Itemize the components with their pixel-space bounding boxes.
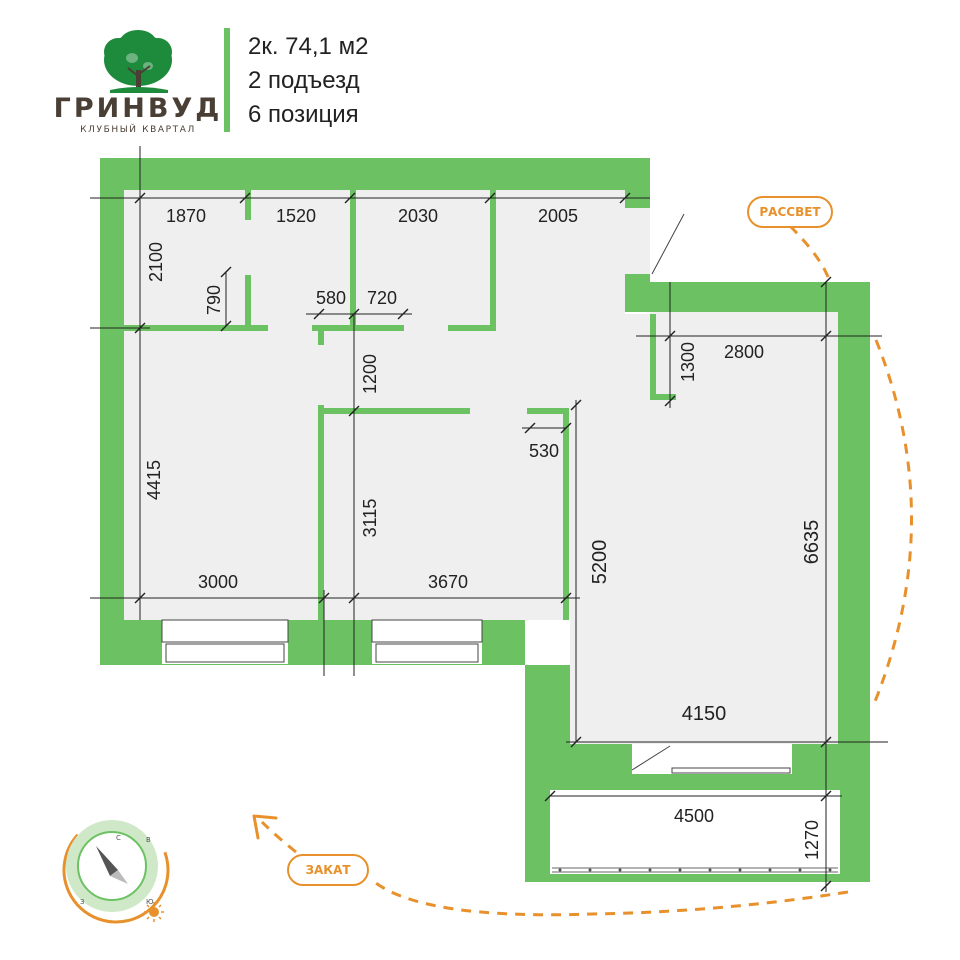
dim-2800: 2800: [724, 342, 764, 362]
dim-2100: 2100: [146, 242, 166, 282]
window-kitchen: [371, 619, 483, 664]
balcony: [550, 744, 840, 874]
apartment-info: 2к. 74,1 м2 2 подъезд 6 позиция: [248, 33, 368, 128]
compass-west: З: [80, 898, 85, 906]
dim-4415: 4415: [144, 460, 164, 500]
info-divider: [224, 28, 230, 132]
sunset-arrow-icon: [252, 814, 278, 840]
dim-580: 580: [316, 288, 346, 308]
dim-4500: 4500: [674, 806, 714, 826]
dim-1300: 1300: [678, 342, 698, 382]
dim-6635: 6635: [801, 520, 823, 565]
sunrise-arc-right: [872, 339, 913, 705]
sunrise-badge: РАССВЕТ: [747, 196, 833, 228]
apartment-position: 6 позиция: [248, 101, 359, 128]
dim-720: 720: [367, 288, 397, 308]
dimension-labels: 1870 1520 2030 2005 2100 790 580 720 120…: [144, 206, 823, 860]
compass-needle-icon: [96, 846, 118, 876]
sunset-badge: ЗАКАТ: [287, 854, 369, 886]
dim-530: 530: [529, 441, 559, 461]
dim-1200: 1200: [360, 354, 380, 394]
dim-1520: 1520: [276, 206, 316, 226]
sunset-label: ЗАКАТ: [305, 863, 351, 877]
sun-icon: [144, 902, 164, 922]
dim-3000: 3000: [198, 572, 238, 592]
compass-east: В: [146, 836, 151, 844]
floor-area: [124, 190, 838, 744]
dim-3115: 3115: [360, 499, 380, 538]
dim-5200: 5200: [589, 540, 611, 585]
compass-south: Ю: [146, 898, 154, 906]
dim-790: 790: [204, 285, 224, 315]
balcony-door: [632, 744, 792, 774]
dim-4150: 4150: [682, 703, 727, 725]
sunrise-arc-upper: [788, 224, 832, 283]
apartment-type-area: 2к. 74,1 м2: [248, 33, 368, 60]
window-bedroom: [161, 619, 289, 664]
dim-3670: 3670: [428, 572, 468, 592]
interior-walls: [124, 190, 676, 620]
dim-2030: 2030: [398, 206, 438, 226]
sunset-arc-tail: [260, 820, 297, 854]
dim-1870: 1870: [166, 206, 206, 226]
entrance-door-swing: [651, 213, 685, 275]
sunset-arc-lower: [371, 878, 849, 917]
dimension-lines: [90, 146, 888, 892]
compass-north: С: [116, 834, 121, 842]
apartment-entrance: 2 подъезд: [248, 67, 360, 94]
compass: С В Ю З: [62, 816, 170, 924]
sun-path: [252, 224, 913, 917]
brand-tagline: КЛУБНЫЙ КВАРТАЛ: [80, 123, 196, 135]
tree-icon: [104, 30, 172, 93]
sunrise-label: РАССВЕТ: [759, 205, 821, 219]
brand-name: ГРИНВУД: [54, 93, 223, 124]
dim-1270: 1270: [802, 820, 822, 860]
brand-logo: ГРИНВУД КЛУБНЫЙ КВАРТАЛ: [54, 30, 223, 135]
dim-2005: 2005: [538, 206, 578, 226]
dimension-ticks: [134, 192, 832, 892]
